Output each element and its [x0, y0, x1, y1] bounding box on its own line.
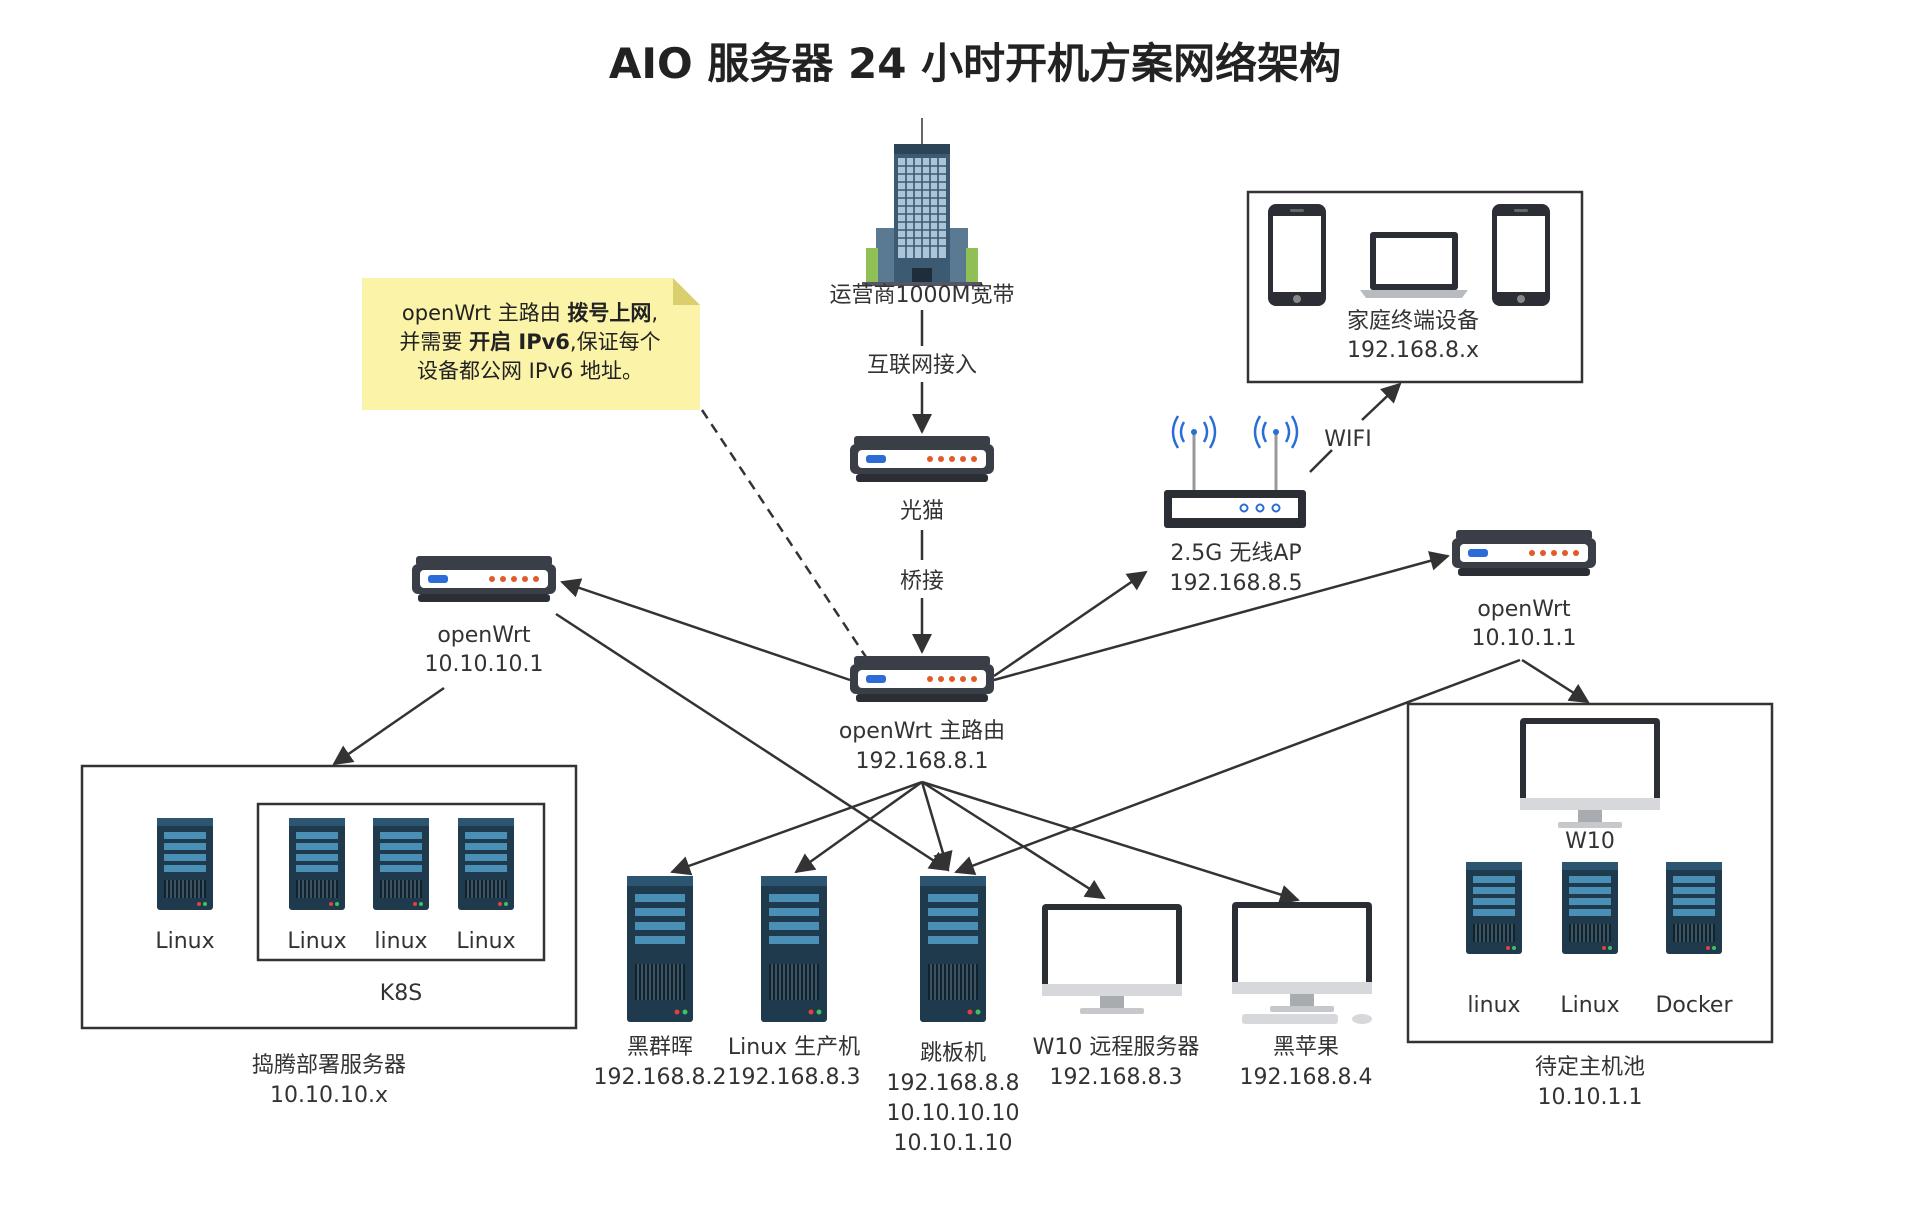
note-connector: [700, 409, 870, 661]
pool-w10-label: W10: [1565, 829, 1615, 854]
link-right-router-to-jump: [954, 658, 1521, 876]
wireless-ap-icon: [1164, 415, 1306, 528]
pool-server-3-label: Docker: [1655, 993, 1733, 1018]
link-left-router-to-jump: [555, 612, 950, 872]
w10-remote-name: W10 远程服务器: [1033, 1035, 1200, 1060]
link-main-to-right-router: [993, 551, 1450, 682]
hackintosh-icon: [1232, 902, 1372, 1024]
modem-label: 光猫: [900, 499, 944, 524]
linux-prod-server-icon: [760, 875, 828, 1023]
isp-label: 运营商1000M宽带: [830, 283, 1015, 308]
main-router-name: openWrt 主路由: [839, 719, 1005, 744]
router-right-icon: [1452, 530, 1596, 576]
k8s-label: K8S: [380, 981, 422, 1006]
tinker-server-icon: [156, 817, 214, 911]
home-devices-name: 家庭终端设备: [1347, 309, 1479, 334]
tinker-name: 捣腾部署服务器: [252, 1053, 406, 1078]
k8s-node-3-icon: [457, 817, 515, 911]
laptop-icon: [1360, 232, 1468, 298]
link-right-router-to-pool: [1521, 658, 1590, 704]
k8s-node-2-icon: [372, 817, 430, 911]
jump-server-icon: [919, 875, 987, 1023]
wifi-link-bottom: [1309, 449, 1333, 473]
ap-name: 2.5G 无线AP: [1170, 541, 1301, 566]
pool-server-2-icon: [1561, 861, 1619, 955]
router-left-icon: [412, 556, 556, 602]
k8s-node-1-label: Linux: [287, 929, 346, 954]
nas-ip: 192.168.8.2: [594, 1065, 727, 1090]
w10-monitor-icon: [1042, 904, 1182, 1014]
hackintosh-name: 黑苹果: [1273, 1035, 1339, 1060]
pool-server-1-icon: [1465, 861, 1523, 955]
wifi-link-label: WIFI: [1324, 427, 1371, 452]
router-left-ip: 10.10.10.1: [425, 652, 544, 677]
linux-prod-ip: 192.168.8.3: [728, 1065, 861, 1090]
note-callout: openWrt 主路由 拨号上网, 并需要 开启 IPv6,保证每个 设备都公网…: [362, 278, 700, 410]
internet-link-label: 互联网接入: [867, 353, 977, 378]
link-main-to-jump: [920, 781, 953, 872]
note-line-2: 并需要 开启 IPv6,保证每个: [399, 330, 660, 354]
diagram-title: AIO 服务器 24 小时开机方案网络架构: [609, 39, 1341, 88]
linux-prod-name: Linux 生产机: [728, 1035, 860, 1060]
link-left-router-to-tinker: [332, 686, 445, 766]
note-line-3: 设备都公网 IPv6 地址。: [417, 359, 643, 383]
bridge-link-label: 桥接: [900, 569, 944, 594]
hackintosh-ip: 192.168.8.4: [1240, 1065, 1373, 1090]
phone-right-icon: [1492, 204, 1550, 306]
jump-name: 跳板机: [920, 1041, 986, 1066]
main-router-icon: [850, 656, 994, 702]
jump-ip-3: 10.10.1.10: [894, 1131, 1013, 1156]
tinker-server-label: Linux: [155, 929, 214, 954]
note-line-1: openWrt 主路由 拨号上网,: [402, 301, 658, 325]
pool-server-1-label: linux: [1467, 993, 1520, 1018]
link-main-to-hackintosh: [921, 780, 1300, 905]
modem-icon: [850, 436, 994, 482]
k8s-node-3-label: Linux: [456, 929, 515, 954]
ap-ip: 192.168.8.5: [1170, 571, 1303, 596]
link-main-to-linux-prod: [794, 780, 923, 874]
main-router-ip: 192.168.8.1: [856, 749, 989, 774]
home-devices-ip: 192.168.8.x: [1347, 338, 1479, 363]
isp-building-icon: [862, 118, 982, 286]
link-main-to-left-router: [560, 578, 851, 682]
tinker-ip: 10.10.10.x: [270, 1083, 388, 1108]
router-right-ip: 10.10.1.1: [1472, 626, 1577, 651]
jump-ip-1: 192.168.8.8: [887, 1071, 1020, 1096]
pool-server-3-icon: [1665, 861, 1723, 955]
phone-left-icon: [1268, 204, 1326, 306]
pool-name: 待定主机池: [1535, 1055, 1645, 1080]
link-main-to-w10: [921, 780, 1106, 900]
k8s-node-1-icon: [288, 817, 346, 911]
jump-ip-2: 10.10.10.10: [887, 1101, 1020, 1126]
router-left-name: openWrt: [437, 623, 531, 648]
router-right-name: openWrt: [1477, 597, 1571, 622]
w10-remote-ip: 192.168.8.3: [1050, 1065, 1183, 1090]
k8s-node-2-label: linux: [374, 929, 427, 954]
pool-server-2-label: Linux: [1560, 993, 1619, 1018]
nas-name: 黑群晖: [627, 1035, 693, 1060]
wifi-link-arrow: [1361, 382, 1402, 421]
nas-server-icon: [626, 875, 694, 1023]
link-main-to-nas: [670, 780, 923, 876]
pool-ip: 10.10.1.1: [1538, 1085, 1643, 1110]
link-main-to-ap: [993, 570, 1148, 678]
